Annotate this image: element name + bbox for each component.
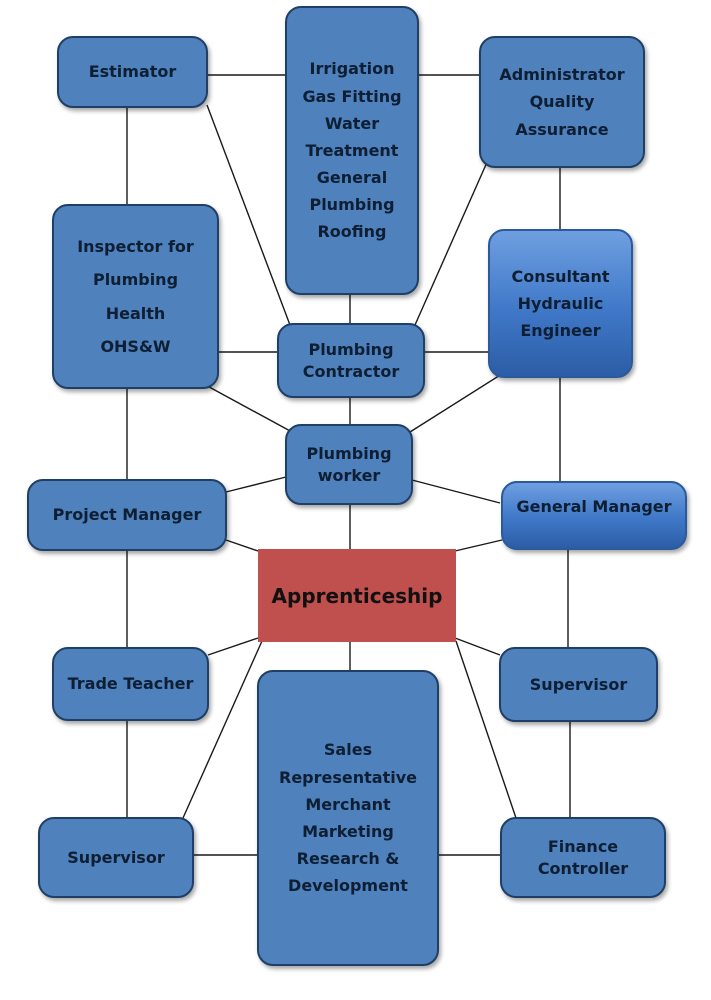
general-manager-node: General Manager	[501, 481, 687, 550]
supervisor-left-node: Supervisor	[38, 817, 194, 898]
trades-line-5: General	[316, 168, 388, 188]
connector-generalmanager-apprenticeship	[454, 539, 503, 552]
connector-inspector-worker	[199, 381, 293, 433]
administrator-line-1: Administrator	[499, 65, 625, 85]
supervisor-right-line-1: Supervisor	[529, 674, 628, 694]
plumbing-contractor-node: Plumbing Contractor	[277, 323, 425, 398]
consultant-line-1: Consultant	[511, 266, 610, 286]
trades-node: Irrigation Gas Fitting Water Treatment G…	[285, 6, 419, 295]
connector-apprenticeship-supervisor-left	[182, 640, 263, 819]
consultant-line-3: Engineer	[520, 321, 601, 341]
supervisor-left-line-1: Supervisor	[67, 847, 165, 867]
estimator-line-1: Estimator	[88, 62, 177, 82]
supervisor-right-node: Supervisor	[499, 647, 658, 722]
apprenticeship-line-1: Apprenticeship	[271, 583, 443, 608]
sales-line-1: Sales	[323, 740, 373, 760]
sales-line-5: Research &	[296, 849, 400, 869]
connector-projectmanager-apprenticeship	[225, 539, 259, 552]
finance-controller-line-1: Finance	[547, 837, 619, 857]
inspector-line-3: Health	[105, 303, 166, 323]
connector-apprenticeship-finance	[455, 640, 517, 819]
trades-line-1: Irrigation	[309, 59, 395, 79]
trades-line-4: Treatment	[305, 140, 399, 160]
consultant-node: Consultant Hydraulic Engineer	[488, 229, 633, 378]
trades-line-7: Roofing	[317, 222, 387, 242]
plumbing-worker-line-2: worker	[317, 465, 381, 485]
finance-controller-node: Finance Controller	[500, 817, 666, 898]
inspector-line-1: Inspector for	[77, 237, 194, 257]
trade-teacher-line-1: Trade Teacher	[67, 674, 194, 694]
connector-administrator-contractor	[414, 159, 489, 326]
finance-controller-line-2: Controller	[537, 858, 629, 878]
apprenticeship-node: Apprenticeship	[258, 549, 456, 642]
project-manager-node: Project Manager	[27, 479, 227, 551]
estimator-node: Estimator	[57, 36, 208, 108]
inspector-line-4: OHS&W	[100, 336, 171, 356]
trades-line-6: Plumbing	[309, 195, 395, 215]
project-manager-line-1: Project Manager	[52, 505, 202, 525]
sales-line-4: Marketing	[302, 822, 394, 841]
sales-line-2: Representative	[279, 767, 417, 787]
trades-line-2: Gas Fitting	[302, 86, 402, 106]
sales-line-6: Development	[288, 876, 408, 896]
trade-teacher-node: Trade Teacher	[52, 647, 209, 721]
trades-line-3: Water	[324, 113, 380, 133]
connector-consultant-worker	[409, 371, 506, 433]
inspector-node: Inspector for Plumbing Health OHS&W	[52, 204, 219, 389]
general-manager-line-1: General Manager	[516, 497, 672, 516]
administrator-line-3: Assurance	[515, 119, 609, 139]
administrator-node: Administrator Quality Assurance	[479, 36, 645, 168]
connector-projectmanager-worker	[225, 476, 287, 493]
connector-apprenticeship-supervisor	[454, 637, 501, 656]
plumbing-worker-line-1: Plumbing	[306, 444, 392, 464]
connector-worker-generalmanager	[411, 479, 501, 504]
plumbing-contractor-line-2: Contractor	[302, 361, 400, 381]
inspector-line-2: Plumbing	[92, 270, 179, 290]
plumbing-worker-node: Plumbing worker	[285, 424, 413, 505]
sales-node: Sales Representative Merchant Marketing …	[257, 670, 439, 966]
plumbing-contractor-line-1: Plumbing	[308, 340, 394, 360]
connector-estimator-contractor	[206, 104, 291, 326]
consultant-line-2: Hydraulic	[517, 293, 604, 313]
sales-line-3: Merchant	[305, 794, 391, 814]
connector-apprenticeship-tradeteacher	[207, 637, 259, 656]
administrator-line-2: Quality	[529, 92, 595, 112]
